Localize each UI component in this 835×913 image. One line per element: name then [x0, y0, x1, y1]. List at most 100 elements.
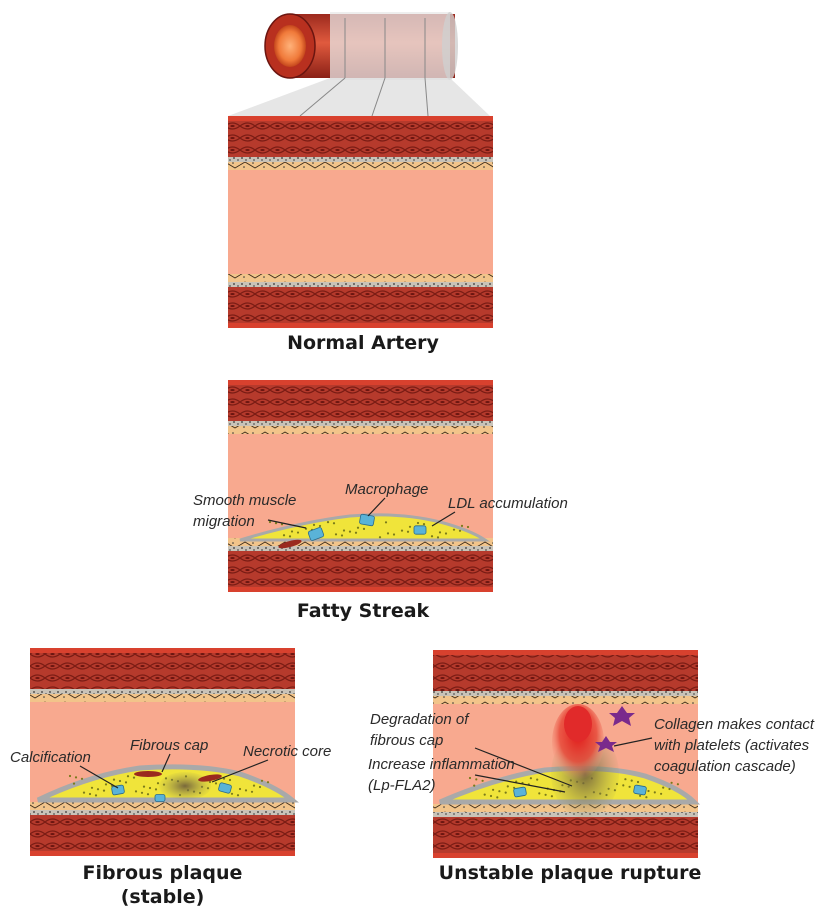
lipid-droplet — [439, 531, 441, 533]
intima-top — [433, 696, 698, 704]
lipid-droplet — [349, 531, 351, 533]
lipid-droplet — [622, 784, 624, 786]
lipid-droplet — [551, 795, 553, 797]
lipid-droplet — [473, 785, 475, 787]
lipid-droplet — [149, 787, 151, 789]
label-smooth-muscle-line2: migration — [193, 513, 255, 530]
lipid-droplet — [379, 536, 381, 538]
lipid-droplet — [387, 532, 389, 534]
basement-top — [30, 689, 295, 694]
lipid-droplet — [253, 785, 255, 787]
lipid-droplet — [229, 779, 231, 781]
label-ldl-accumulation: LDL accumulation — [448, 495, 568, 512]
label-collagen: Collagen makes contact — [654, 716, 815, 733]
lipid-droplet — [333, 522, 335, 524]
lipid-droplet — [261, 780, 263, 782]
necrotic-core — [159, 772, 211, 800]
label-smooth-muscle: Smooth muscle — [193, 492, 296, 509]
outer-wall-top — [228, 116, 493, 121]
lipid-droplet — [245, 789, 247, 791]
label-fibrous-cap: Fibrous cap — [130, 737, 208, 754]
lipid-droplet — [538, 792, 540, 794]
title-normal-artery: Normal Artery — [228, 332, 498, 354]
lipid-droplet — [498, 790, 500, 792]
macrophage-cell — [633, 785, 646, 795]
lipid-droplet — [385, 521, 387, 523]
lipid-droplet — [431, 535, 433, 537]
lipid-droplet — [654, 791, 656, 793]
lipid-droplet — [313, 524, 315, 526]
lipid-droplet — [467, 526, 469, 528]
lipid-droplet — [469, 777, 471, 779]
lipid-droplet — [237, 794, 239, 796]
lipid-droplet — [335, 533, 337, 535]
lipid-droplet — [357, 527, 359, 529]
lipid-droplet — [637, 781, 639, 783]
basement-top — [228, 157, 493, 162]
basement-bottom — [30, 810, 295, 815]
lipid-droplet — [155, 788, 157, 790]
media-bottom — [30, 815, 295, 851]
lipid-droplet — [105, 783, 107, 785]
lipid-droplet — [355, 532, 357, 534]
media-top — [228, 121, 493, 157]
lipid-droplet — [127, 775, 129, 777]
lipid-droplet — [507, 785, 509, 787]
unstable-plaque-illustration — [433, 650, 698, 858]
artery-tube-illustration — [228, 12, 490, 116]
lipid-droplet — [639, 795, 641, 797]
intima-bottom — [228, 274, 493, 282]
basement-bottom — [228, 282, 493, 287]
lipid-droplet — [259, 786, 261, 788]
lipid-droplet — [89, 793, 91, 795]
lipid-droplet — [75, 776, 77, 778]
lipid-droplet — [453, 529, 455, 531]
lipid-droplet — [343, 529, 345, 531]
lipid-droplet — [461, 525, 463, 527]
lipid-droplet — [289, 535, 291, 537]
macrophage-cell — [155, 795, 165, 802]
lipid-droplet — [83, 792, 85, 794]
media-top — [433, 655, 698, 691]
lipid-droplet — [135, 790, 137, 792]
basement-bottom — [228, 546, 493, 551]
label-degradation: Degradation of — [370, 711, 470, 728]
lipid-droplet — [363, 528, 365, 530]
lipid-droplet — [239, 788, 241, 790]
lipid-droplet — [624, 778, 626, 780]
lipid-droplet — [459, 530, 461, 532]
lipid-droplet — [319, 525, 321, 527]
lipid-droplet — [647, 790, 649, 792]
lipid-droplet — [645, 796, 647, 798]
intima-top — [228, 426, 493, 434]
outer-wall-bottom — [228, 323, 493, 328]
lipid-droplet — [484, 794, 486, 796]
lipid-droplet — [482, 780, 484, 782]
lipid-droplet — [393, 533, 395, 535]
lipid-droplet — [629, 786, 631, 788]
lipid-droplet — [81, 778, 83, 780]
lipid-droplet — [251, 791, 253, 793]
lipid-droplet — [668, 788, 670, 790]
lipid-droplet — [91, 787, 93, 789]
lipid-droplet — [73, 783, 75, 785]
label-calcification: Calcification — [10, 749, 91, 766]
lipid-droplet — [133, 777, 135, 779]
lipid-droplet — [283, 534, 285, 536]
lipid-droplet — [231, 793, 233, 795]
label-degradation-line2: fibrous cap — [370, 732, 443, 749]
lipid-droplet — [671, 782, 673, 784]
lipid-droplet — [407, 531, 409, 533]
macrophage-cell — [359, 514, 374, 526]
smooth-muscle-cell — [134, 771, 162, 777]
lipid-droplet — [341, 534, 343, 536]
lipid-droplet — [631, 780, 633, 782]
title-unstable-plaque-rupture: Unstable plaque rupture — [400, 862, 740, 884]
title-fibrous-plaque-stable: (stable) — [30, 886, 295, 908]
lipid-droplet — [401, 530, 403, 532]
outer-wall-bottom — [30, 851, 295, 856]
label-collagen-line2: with platelets (activates — [654, 737, 810, 754]
lipid-droplet — [141, 792, 143, 794]
